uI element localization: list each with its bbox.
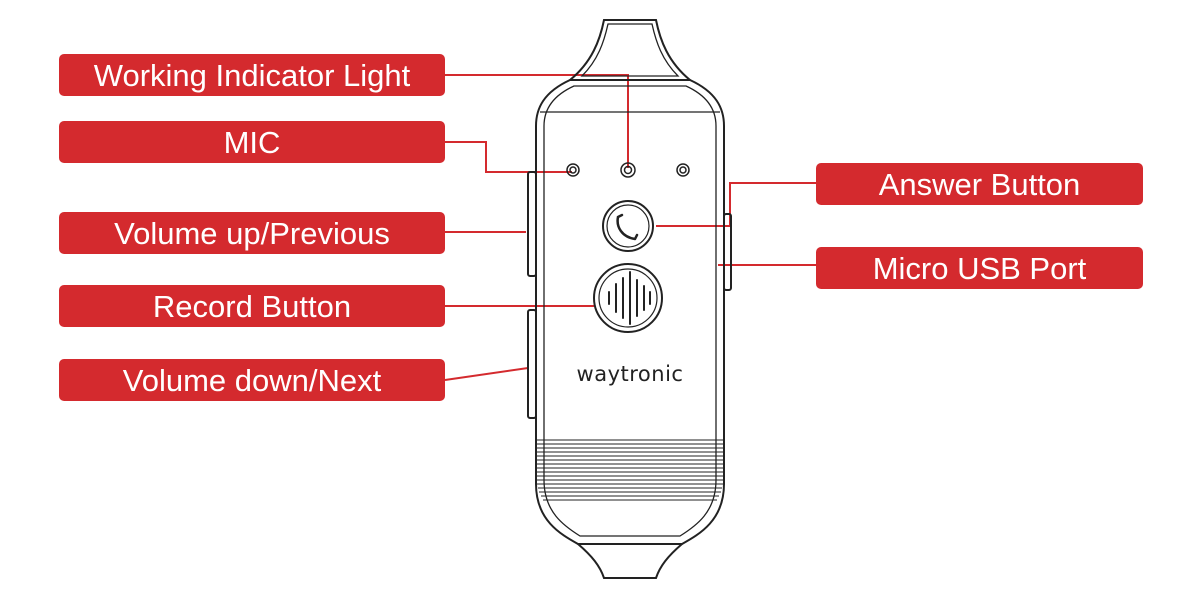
label-volume-up-previous: Volume up/Previous: [59, 212, 445, 254]
device-top-neck-inner: [580, 23, 680, 77]
label-answer-button: Answer Button: [816, 163, 1143, 205]
working-indicator-light: [620, 162, 636, 178]
leader-line-mic: [445, 141, 572, 173]
volume-down-side-button[interactable]: [527, 309, 537, 419]
leader-line-answer: [656, 182, 816, 227]
label-micro-usb-port: Micro USB Port: [816, 247, 1143, 289]
right-hole: [676, 163, 690, 177]
leader-line-volume-down: [444, 367, 529, 381]
record-button[interactable]: [593, 263, 663, 333]
answer-button[interactable]: [602, 200, 654, 252]
micro-usb-side-port[interactable]: [723, 213, 732, 291]
label-volume-down-next: Volume down/Next: [59, 359, 445, 401]
sound-wave-icon: [608, 271, 651, 325]
label-working-indicator-light: Working Indicator Light: [59, 54, 445, 96]
label-record-button: Record Button: [59, 285, 445, 327]
device-body: [527, 19, 732, 579]
mic-hole: [566, 163, 580, 177]
volume-up-side-button[interactable]: [527, 171, 537, 277]
device-bottom-neck: [575, 543, 685, 579]
top-holes: [566, 162, 690, 178]
leader-line-working-indicator: [445, 74, 629, 168]
device-top-neck: [567, 19, 693, 81]
brand-logo-text: waytronic: [576, 362, 684, 386]
leader-lines: [444, 74, 816, 381]
grip-ridges: [536, 439, 724, 501]
label-mic: MIC: [59, 121, 445, 163]
phone-handset-icon: [616, 213, 639, 241]
